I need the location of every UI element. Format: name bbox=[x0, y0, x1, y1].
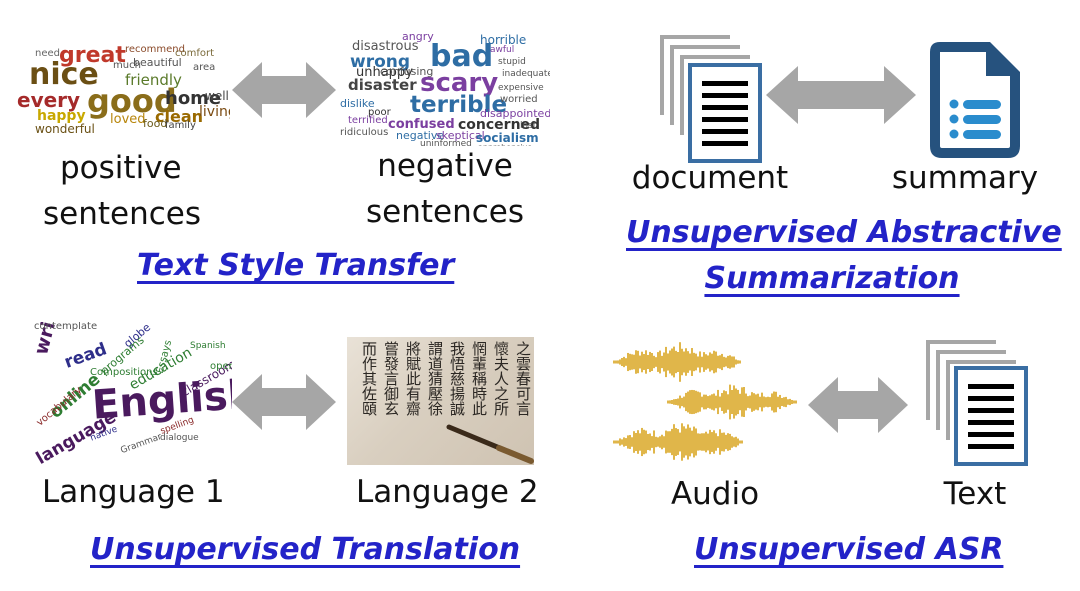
cloud-word: wonderful bbox=[35, 122, 95, 135]
cloud-word: good bbox=[87, 82, 177, 120]
audio-waveform-icon bbox=[613, 342, 797, 461]
cloud-word: apprehensive bbox=[478, 144, 532, 147]
cloud-word: happy bbox=[37, 108, 86, 124]
cloud-word: angry bbox=[402, 30, 434, 43]
document-label: document bbox=[631, 160, 789, 196]
cloud-word: dialogue bbox=[160, 433, 199, 443]
cloud-word: expensive bbox=[498, 83, 544, 93]
cloud-word: terrified bbox=[348, 115, 388, 126]
cloud-word: terrible bbox=[410, 92, 508, 118]
cloud-word: Grammar bbox=[119, 431, 164, 457]
cloud-word: beautiful bbox=[133, 56, 182, 69]
cloud-word: disaster bbox=[348, 76, 417, 94]
positive-label: positive bbox=[60, 150, 182, 186]
text-stack-icon bbox=[926, 340, 1028, 466]
cloud-word: awful bbox=[490, 45, 515, 55]
language-2-label: Language 2 bbox=[356, 474, 539, 510]
brush-icon bbox=[446, 424, 534, 464]
calligraphy-column: 懷夫人之所 bbox=[492, 341, 510, 416]
asr-title: Unsupervised ASR bbox=[694, 532, 1004, 567]
english-word-cloud: English read write online language educa… bbox=[30, 322, 232, 467]
cloud-word: lost bbox=[520, 121, 537, 131]
cloud-word: every bbox=[17, 88, 81, 112]
cloud-word: concerned bbox=[458, 117, 541, 133]
cloud-word: well bbox=[205, 89, 229, 103]
cloud-word: skeptical bbox=[436, 129, 485, 142]
cloud-word: great bbox=[59, 43, 126, 68]
cloud-word: negative bbox=[396, 129, 445, 142]
calligraphy-column: 而作其佐頤 bbox=[360, 341, 378, 416]
positive-word-cloud: nice good great every home friendly happ… bbox=[15, 35, 230, 136]
cloud-word: disappointed bbox=[480, 107, 550, 120]
cloud-word: disastrous bbox=[352, 39, 419, 54]
double-arrow-icon bbox=[232, 374, 336, 430]
calligraphy-column: 謂道猜壓徐 bbox=[426, 341, 444, 416]
cloud-word: food bbox=[143, 117, 168, 130]
cloud-word: home bbox=[165, 88, 222, 109]
calligraphy-image: 之雲春可言 懷夫人之所 惘輩稱時此 我悟慈揚誠 謂道猜壓徐 將賦此有齋 嘗發言御… bbox=[347, 337, 534, 465]
language-1-label: Language 1 bbox=[42, 474, 225, 510]
negative-word-cloud: bad scary terrible disaster wrong disast… bbox=[340, 28, 550, 146]
positive-label-2: sentences bbox=[42, 196, 201, 232]
cloud-word: recommend bbox=[125, 44, 185, 55]
cloud-word: living bbox=[199, 104, 230, 120]
cloud-word: need bbox=[35, 48, 60, 59]
cloud-word: confusing bbox=[380, 65, 434, 78]
calligraphy-column: 我悟慈揚誠 bbox=[448, 341, 466, 416]
cloud-word: Spanish bbox=[190, 341, 226, 351]
calligraphy-column: 之雲春可言 bbox=[514, 341, 532, 416]
summary-label: summary bbox=[891, 160, 1039, 196]
cloud-word: wrong bbox=[350, 52, 411, 72]
cloud-word: scary bbox=[420, 68, 499, 98]
summarization-title-line-2: Summarization bbox=[704, 261, 960, 296]
cloud-word: dislike bbox=[340, 97, 375, 110]
translation-title: Unsupervised Translation bbox=[90, 532, 521, 567]
cloud-word: confused bbox=[388, 117, 455, 132]
cloud-word: horrible bbox=[480, 33, 527, 47]
cloud-word: uninformed bbox=[420, 139, 472, 147]
cloud-word: unhappy bbox=[356, 65, 413, 80]
cloud-word: family bbox=[165, 120, 196, 131]
cloud-word: poor bbox=[368, 107, 391, 118]
cloud-word: area bbox=[193, 62, 216, 73]
double-arrow-icon bbox=[766, 66, 916, 124]
double-arrow-icon bbox=[232, 62, 336, 118]
cloud-word: inadequate bbox=[502, 69, 550, 79]
cloud-word: bad bbox=[430, 39, 494, 74]
negative-label: negative bbox=[377, 148, 513, 184]
calligraphy-column: 嘗發言御玄 bbox=[382, 341, 400, 416]
cloud-word: stupid bbox=[498, 57, 526, 67]
cloud-word: Compositions bbox=[90, 367, 158, 378]
cloud-word: loved bbox=[110, 112, 146, 127]
cloud-word: worried bbox=[500, 94, 538, 105]
cloud-word: nice bbox=[29, 57, 99, 92]
cloud-word: contemplate bbox=[34, 322, 98, 332]
document-stack-icon bbox=[660, 35, 762, 163]
double-arrow-icon bbox=[808, 377, 908, 433]
cloud-word: clean bbox=[155, 107, 204, 126]
text-label: Text bbox=[943, 476, 1007, 512]
calligraphy-column: 惘輩稱時此 bbox=[470, 341, 488, 416]
cloud-word: socialism bbox=[476, 131, 539, 145]
cloud-word: open bbox=[210, 361, 232, 372]
cloud-word: ridiculous bbox=[340, 127, 389, 138]
summarization-title-line-1: Unsupervised Abstractive bbox=[626, 215, 1062, 250]
cloud-word: much bbox=[113, 60, 141, 71]
style-transfer-title: Text Style Transfer bbox=[137, 248, 455, 283]
cloud-word: comfort bbox=[175, 48, 215, 59]
calligraphy-column: 將賦此有齋 bbox=[404, 341, 422, 416]
summary-document-icon bbox=[930, 42, 1020, 158]
cloud-word: friendly bbox=[125, 71, 182, 89]
negative-label-2: sentences bbox=[365, 194, 524, 230]
audio-label: Audio bbox=[670, 476, 760, 512]
